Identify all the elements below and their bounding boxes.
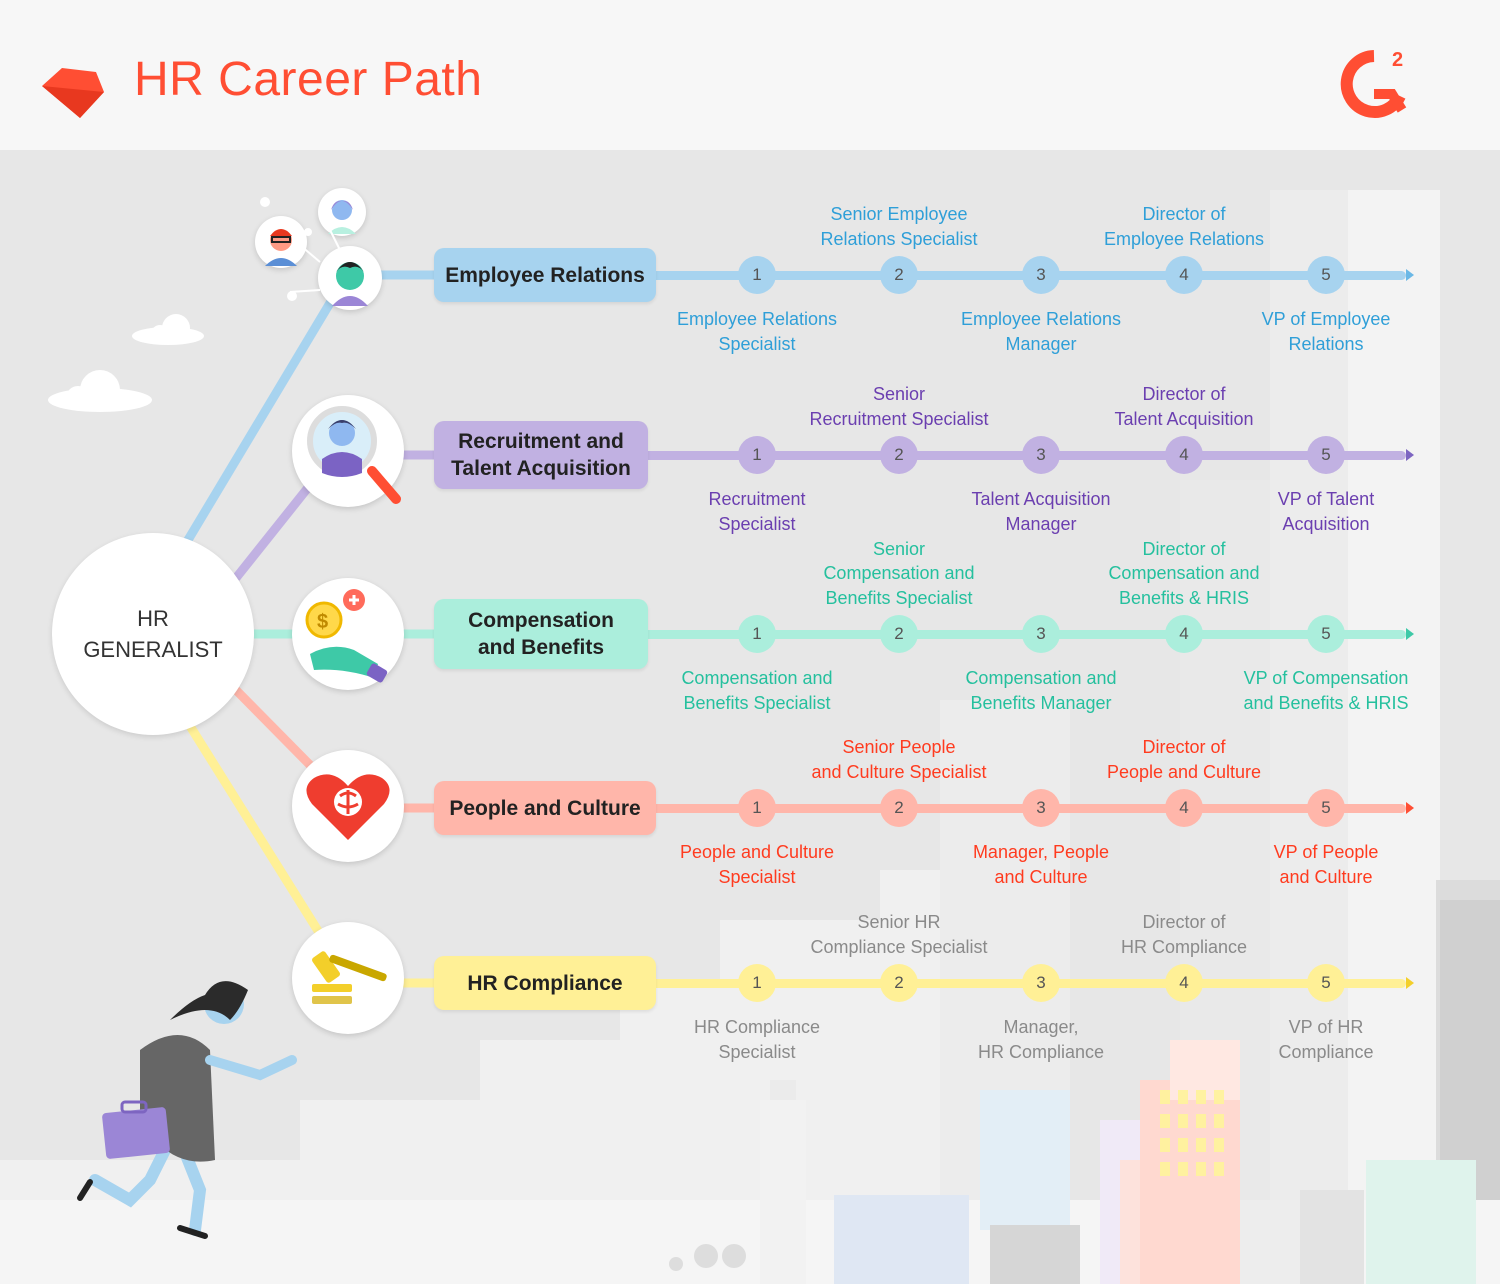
step-node-compensation-3: 3 [1025, 618, 1057, 650]
track-line-people-culture [620, 804, 1406, 813]
step-node-employee-relations-3: 3 [1025, 259, 1057, 291]
track-arrow-icon [1406, 802, 1414, 814]
role-title-compensation-2: Senior Compensation and Benefits Special… [823, 538, 975, 608]
step-node-compensation-4: 4 [1168, 618, 1200, 650]
step-node-employee-relations-5: 5 [1310, 259, 1342, 291]
track-arrow-icon [1406, 628, 1414, 640]
hand-coin-icon: $ [292, 578, 404, 690]
track-label-compensation: Compensation and Benefits [434, 599, 648, 669]
role-title-people-culture-1: People and Culture Specialist [679, 842, 835, 887]
svg-text:$: $ [317, 611, 328, 633]
role-title-compliance-2: Senior HR Compliance Specialist [810, 912, 988, 957]
step-node-compliance-5: 5 [1310, 967, 1342, 999]
hub-label-line1: HR [137, 606, 169, 631]
heart-brain-icon [292, 750, 404, 862]
track-line-compliance [620, 979, 1406, 988]
track-line-employee-relations [620, 271, 1406, 280]
magnifier-candidate-icon [292, 395, 404, 507]
track-label-recruitment: Recruitment and Talent Acquisition [434, 421, 648, 489]
role-title-compliance-4: Director of HR Compliance [1120, 912, 1248, 957]
step-node-people-culture-3: 3 [1025, 792, 1057, 824]
step-node-compliance-3: 3 [1025, 967, 1057, 999]
avatar-woman-icon [318, 188, 366, 236]
avatar-man-icon [255, 216, 307, 268]
role-title-employee-relations-5: VP of Employee Relations [1261, 309, 1391, 354]
step-node-recruitment-3: 3 [1025, 439, 1057, 471]
role-title-compliance-5: VP of HR Compliance [1278, 1017, 1374, 1062]
role-title-compensation-5: VP of Compensation and Benefits & HRIS [1243, 668, 1409, 713]
header: HR Career Path 2 [0, 0, 1500, 150]
role-title-people-culture-3: Manager, People and Culture [972, 842, 1110, 887]
runner-figure [77, 981, 297, 1239]
step-node-recruitment-5: 5 [1310, 439, 1342, 471]
role-title-employee-relations-4: Director of Employee Relations [1103, 204, 1265, 249]
role-title-employee-relations-2: Senior Employee Relations Specialist [820, 204, 978, 249]
role-title-compliance-3: Manager, HR Compliance [977, 1017, 1105, 1062]
step-node-recruitment-2: 2 [883, 439, 915, 471]
role-title-recruitment-2: Senior Recruitment Specialist [809, 384, 989, 429]
role-title-employee-relations-1: Employee Relations Specialist [676, 309, 838, 354]
hub-label-line2: GENERALIST [83, 637, 223, 662]
svg-text:2: 2 [1392, 49, 1403, 71]
role-title-recruitment-1: Recruitment Specialist [708, 489, 806, 534]
track-line-recruitment [620, 451, 1406, 460]
step-node-compensation-5: 5 [1310, 618, 1342, 650]
step-node-compliance-2: 2 [883, 967, 915, 999]
role-title-people-culture-2: Senior People and Culture Specialist [811, 737, 987, 782]
step-node-recruitment-1: 1 [741, 439, 773, 471]
role-title-recruitment-4: Director of Talent Acquisition [1114, 384, 1254, 429]
step-node-compliance-1: 1 [741, 967, 773, 999]
track-label-people-culture: People and Culture [434, 781, 656, 835]
step-node-people-culture-2: 2 [883, 792, 915, 824]
brand-mark-icon [42, 68, 104, 118]
role-title-employee-relations-3: Employee Relations Manager [960, 309, 1122, 354]
track-label-compliance: HR Compliance [434, 956, 656, 1010]
role-title-recruitment-5: VP of Talent Acquisition [1277, 489, 1375, 534]
page-title: HR Career Path [134, 53, 483, 106]
step-node-employee-relations-2: 2 [883, 259, 915, 291]
step-node-people-culture-4: 4 [1168, 792, 1200, 824]
role-title-compensation-4: Director of Compensation and Benefits & … [1108, 538, 1260, 608]
track-arrow-icon [1406, 449, 1414, 461]
track-arrow-icon [1406, 269, 1414, 281]
role-title-compensation-1: Compensation and Benefits Specialist [681, 668, 833, 713]
track-line-compensation [620, 630, 1406, 639]
step-node-compliance-4: 4 [1168, 967, 1200, 999]
track-arrow-icon [1406, 977, 1414, 989]
role-title-compensation-3: Compensation and Benefits Manager [965, 668, 1117, 713]
step-node-compensation-1: 1 [741, 618, 773, 650]
role-title-people-culture-5: VP of People and Culture [1273, 842, 1379, 887]
role-title-compliance-1: HR Compliance Specialist [693, 1017, 821, 1062]
step-node-recruitment-4: 4 [1168, 439, 1200, 471]
role-title-recruitment-3: Talent Acquisition Manager [971, 489, 1111, 534]
role-title-people-culture-4: Director of People and Culture [1106, 737, 1262, 782]
people-network-icon [318, 246, 382, 310]
step-node-compensation-2: 2 [883, 618, 915, 650]
gavel-icon [292, 922, 404, 1034]
step-node-employee-relations-4: 4 [1168, 259, 1200, 291]
track-label-employee-relations: Employee Relations [434, 248, 656, 302]
g2-logo-icon: 2 [1340, 49, 1407, 118]
step-node-employee-relations-1: 1 [741, 259, 773, 291]
step-node-people-culture-1: 1 [741, 792, 773, 824]
step-node-people-culture-5: 5 [1310, 792, 1342, 824]
hr-generalist-hub: HR GENERALIST [52, 533, 254, 735]
